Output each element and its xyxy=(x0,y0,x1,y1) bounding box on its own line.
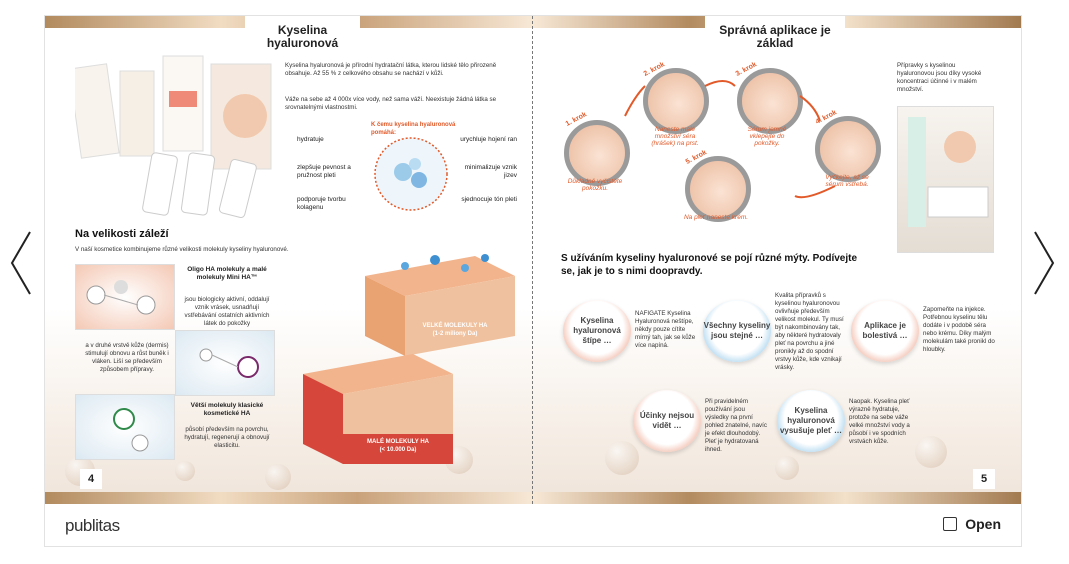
flipbook-viewer: Kyselina hyaluronová Kyselina hyaluronov… xyxy=(44,15,1022,547)
myth-5-bubble: Kyselina hyaluronová vysušuje pleť … xyxy=(777,390,845,452)
expand-icon xyxy=(943,517,958,531)
benefits-circle-caption: K čemu kyselina hyaluronová pomáhá: xyxy=(371,122,456,136)
previous-page-arrow-icon[interactable] xyxy=(6,228,36,298)
step-2-photo xyxy=(643,68,709,134)
mini-molecule-image xyxy=(175,330,275,396)
viewer-footer: publitas Open xyxy=(45,504,1021,546)
step-1-caption: Důkladně vyčistěte pokožku. xyxy=(567,178,623,192)
oligo-title: Oligo HA molekuly a malé molekuly Mini H… xyxy=(187,266,267,281)
step-4-photo xyxy=(815,116,881,182)
step-5-caption: Na pleť naneste krém. xyxy=(683,214,749,221)
benefit-collagen: podporuje tvorbu kolagenu xyxy=(297,196,346,211)
large-molecules-label: VELKÉ MOLEKULY HA (1-2 miliony Da) xyxy=(422,323,488,337)
intro-paragraph-1: Kyselina hyaluronová je přírodní hydrata… xyxy=(285,62,497,77)
myth-1-question: Kyselina hyaluronová štípe … xyxy=(573,316,621,345)
step-arrows xyxy=(624,80,836,199)
benefit-hydrates: hydratuje xyxy=(297,136,324,143)
gold-border-bottom xyxy=(45,492,1021,504)
gold-border-top xyxy=(45,16,1021,28)
left-page-title: Kyselina hyaluronová xyxy=(245,16,360,56)
skin-cross-section-small: MALÉ MOLEKULY HA (< 10.000 Da) xyxy=(303,334,453,464)
myth-2-bubble: Všechny kyseliny jsou stejné … xyxy=(703,300,771,362)
left-page-number: 4 xyxy=(80,469,102,489)
decorative-bubble xyxy=(265,464,291,490)
section-intro: V naší kosmetice kombinujeme různé velik… xyxy=(75,246,289,253)
myth-5-question: Kyselina hyaluronová vysušuje pleť … xyxy=(779,406,843,435)
myth-3-bubble: Aplikace je bolestivá … xyxy=(851,300,919,362)
myth-1-answer: NAFIGATE Kyselina Hyaluronová neštípe, n… xyxy=(635,310,696,349)
page-fold xyxy=(532,16,533,504)
publitas-logo[interactable]: publitas xyxy=(65,516,120,535)
myth-2-question: Všechny kyseliny jsou stejné … xyxy=(703,321,771,340)
large-molecule-text: působí především na povrchu, hydratují, … xyxy=(184,426,270,449)
step-2-caption: Naneste malé množství séra (hrášek) na p… xyxy=(651,126,699,147)
large-molecule-title: Větší molekuly klasické kosmetické HA xyxy=(190,402,264,417)
next-page-arrow-icon[interactable] xyxy=(1029,228,1059,298)
myth-2-answer: Kvalita přípravků s kyselinou hyaluronov… xyxy=(775,292,844,371)
myth-4-bubble: Účinky nejsou vidět … xyxy=(633,390,701,452)
section-heading: Na velikosti záleží xyxy=(75,228,169,240)
intro-paragraph-2: Váže na sebe až 4 000x více vody, než sa… xyxy=(285,96,497,111)
step-3-caption: Sérum jemně vklepejte do pokožky. xyxy=(747,126,787,147)
myth-3-answer: Zapomeňte na injekce. Potřebnou kyselinu… xyxy=(923,306,995,353)
right-side-text: Přípravky s kyselinou hyaluronovou jsou … xyxy=(897,62,982,93)
myth-1-bubble: Kyselina hyaluronová štípe … xyxy=(563,300,631,362)
oligo-text: jsou biologicky aktivní, oddalují vznik … xyxy=(184,296,270,327)
decorative-bubble xyxy=(915,436,947,468)
open-button[interactable]: Open xyxy=(943,516,1001,532)
benefit-skin-tone: sjednocuje tón pleti xyxy=(461,196,517,203)
right-page-title: Správná aplikace je základ xyxy=(705,16,845,56)
benefit-firmness: zlepšuje pevnost a pružnost pleti xyxy=(297,164,351,179)
step-5-photo xyxy=(685,156,751,222)
oligo-molecule-image xyxy=(75,264,175,330)
benefits-circle xyxy=(371,134,451,214)
myth-4-answer: Při pravidelném používání jsou výsledky … xyxy=(705,398,767,453)
middle-text: a v druhé vrstvě kůže (dermis) stimulují… xyxy=(85,342,169,373)
benefit-wound-healing: urychluje hojení ran xyxy=(460,136,517,143)
decorative-bubble xyxy=(775,456,799,480)
myth-3-question: Aplikace je bolestivá … xyxy=(862,321,908,340)
product-photo xyxy=(68,46,280,221)
large-molecule-image xyxy=(75,394,175,460)
myth-4-question: Účinky nejsou vidět … xyxy=(639,411,695,430)
myth-5-answer: Naopak. Kyselina pleť výrazně hydratuje,… xyxy=(849,398,910,445)
step-4-caption: Vyčkejte, až se sérum vstřebá. xyxy=(825,174,869,188)
right-page-number: 5 xyxy=(973,469,995,489)
myths-heading: S užíváním kyseliny hyaluronové se pojí … xyxy=(561,253,858,277)
step-1-photo xyxy=(564,120,630,186)
open-button-label: Open xyxy=(965,516,1001,532)
step-3-photo xyxy=(737,68,803,134)
benefit-scars: minimalizuje vznik jizev xyxy=(464,164,517,179)
small-molecules-label: MALÉ MOLEKULY HA (< 10.000 Da) xyxy=(366,439,429,453)
decorative-bubble xyxy=(175,461,195,481)
page-spread[interactable]: Kyselina hyaluronová Kyselina hyaluronov… xyxy=(45,16,1021,504)
skin-cross-section-large: VELKÉ MOLEKULY HA (1-2 miliony Da) xyxy=(365,236,515,356)
woman-applying-serum-photo xyxy=(897,106,994,253)
decorative-bubble xyxy=(605,441,639,475)
